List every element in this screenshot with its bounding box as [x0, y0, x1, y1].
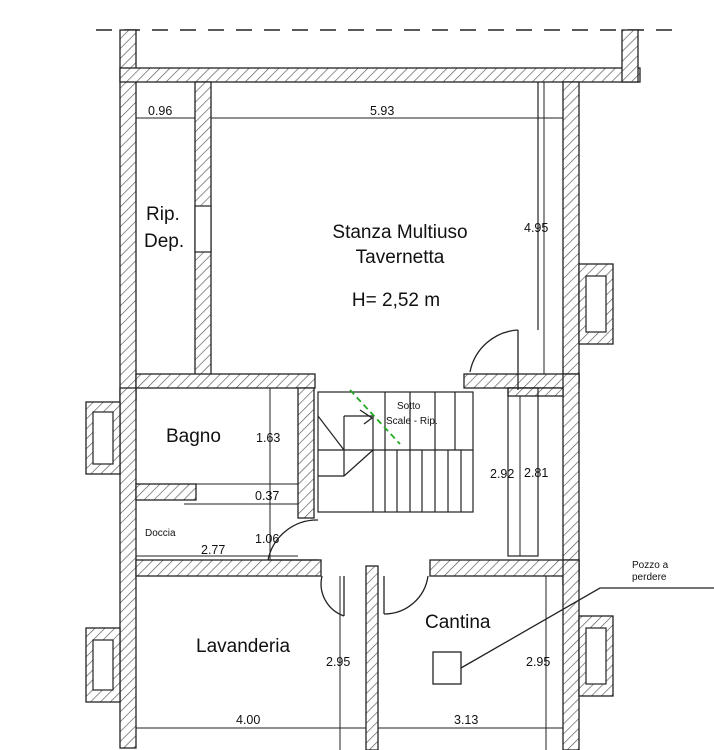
- dim-stair-depth-a: 2.92: [490, 467, 514, 481]
- dim-cantina-depth: 2.95: [526, 655, 550, 669]
- bagno-label: Bagno: [166, 426, 221, 447]
- dim-bagno-width: 2.77: [201, 543, 225, 557]
- dim-rip-width: 0.96: [148, 104, 172, 118]
- cantina-label: Cantina: [425, 612, 491, 633]
- sottoscale-label-line2: Scale - Rip.: [386, 416, 438, 427]
- pozzo-marker: [432, 587, 714, 685]
- rip-label-line2: Dep.: [144, 231, 184, 252]
- pozzo-label-line1: Pozzo a: [632, 560, 669, 571]
- lavanderia-door: [320, 575, 345, 617]
- rip-label-line1: Rip.: [146, 204, 180, 225]
- dim-lavanderia-width: 4.00: [236, 713, 260, 727]
- window-projections: [85, 263, 614, 703]
- sottoscale-label-line1: Sotto: [397, 401, 421, 412]
- rip-door: [194, 205, 212, 253]
- dim-doccia-depth: 1.06: [255, 532, 279, 546]
- dim-stair-depth-b: 2.81: [524, 466, 548, 480]
- stanza-label-line2: Tavernetta: [356, 247, 445, 268]
- dim-bagno-step: 0.37: [255, 489, 279, 503]
- cantina-door: [383, 575, 429, 615]
- dim-stanza-width: 5.93: [370, 104, 394, 118]
- stair-arrow: [349, 389, 401, 445]
- corridor-lines: [507, 82, 539, 557]
- dimension-lines: [136, 82, 563, 750]
- stanza-label-line1: Stanza Multiuso: [332, 222, 467, 243]
- stanza-height-label: H= 2,52 m: [352, 290, 440, 311]
- stanza-door: [469, 329, 519, 390]
- dim-lavanderia-depth: 2.95: [326, 655, 350, 669]
- dim-stanza-depth: 4.95: [524, 221, 548, 235]
- pozzo-label-line2: perdere: [632, 572, 667, 583]
- dim-cantina-width: 3.13: [454, 713, 478, 727]
- lavanderia-label: Lavanderia: [196, 636, 290, 657]
- window-openings: [92, 275, 607, 691]
- staircase: [317, 391, 474, 513]
- dim-bagno-depth: 1.63: [256, 431, 280, 445]
- doccia-label: Doccia: [145, 528, 176, 539]
